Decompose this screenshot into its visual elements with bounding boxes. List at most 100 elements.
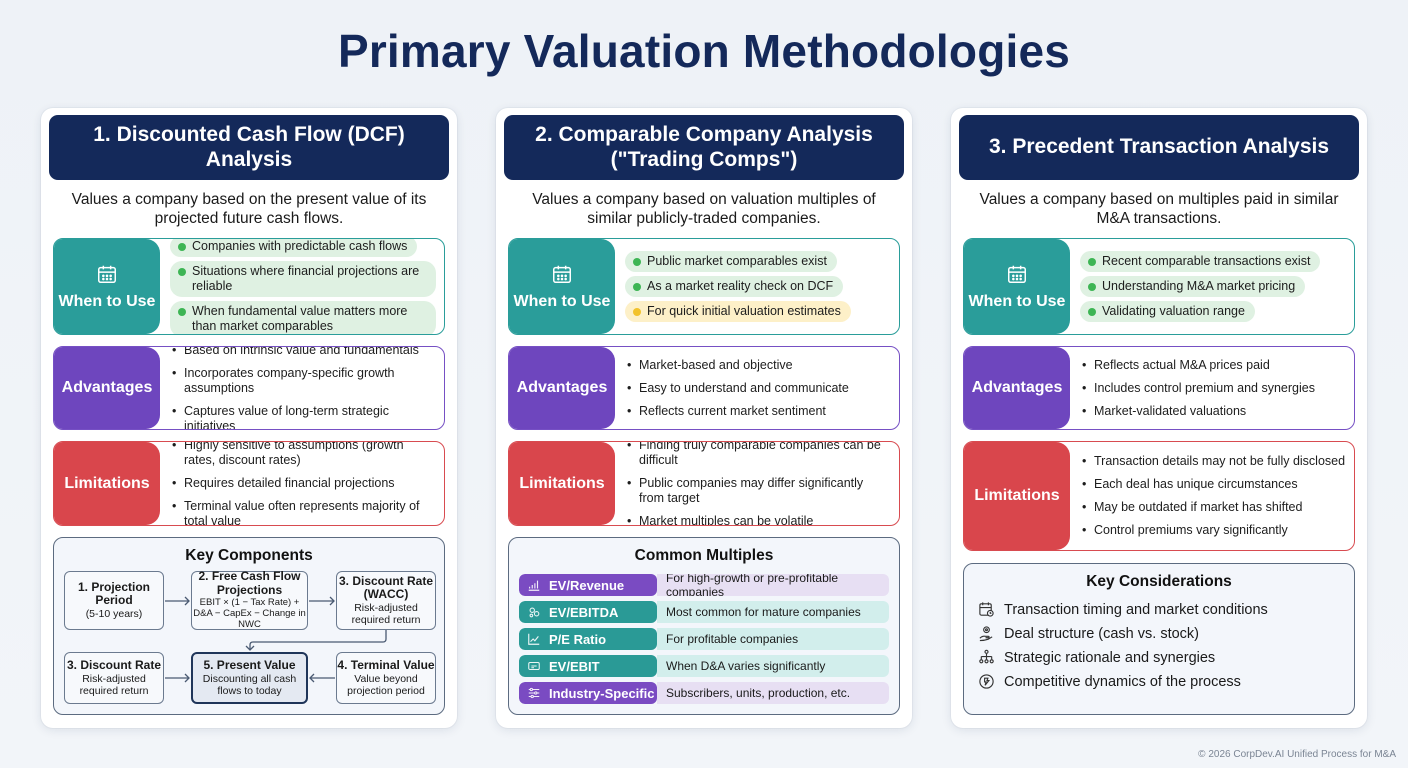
- component-box: 4. Terminal Value Value beyond projectio…: [336, 652, 436, 704]
- advantages-section: Advantages Reflects actual M&A prices pa…: [963, 346, 1355, 430]
- limitation-item: Each deal has unique circumstances: [1080, 477, 1346, 492]
- key-components-panel: Key Components 1. Projection Period (5-1…: [53, 537, 445, 715]
- status-dot-icon: [1088, 308, 1096, 316]
- limitations-tag: Limitations: [964, 442, 1070, 550]
- multiple-row: EV/EBIT When D&A varies significantly: [519, 655, 889, 677]
- consideration-item: Deal structure (cash vs. stock): [978, 625, 1354, 642]
- limitation-item: Market multiples can be volatile: [625, 514, 891, 525]
- footer-copyright: © 2026 CorpDev.AI Unified Process for M&…: [1198, 749, 1396, 760]
- advantages-section: Advantages Market-based and objective Ea…: [508, 346, 900, 430]
- consideration-item: Strategic rationale and synergies: [978, 649, 1354, 666]
- key-considerations-panel: Key Considerations Transaction timing an…: [963, 563, 1355, 715]
- sliders-icon: [528, 687, 540, 699]
- limitation-item: Transaction details may not be fully dis…: [1080, 454, 1346, 469]
- advantage-item: Market-validated valuations: [1080, 404, 1346, 419]
- when-to-use-label: When to Use: [513, 292, 611, 310]
- limitations-tag: Limitations: [54, 442, 160, 525]
- limitation-item: Control premiums vary significantly: [1080, 523, 1346, 538]
- when-to-use-tag: When to Use: [509, 239, 615, 334]
- advantages-tag: Advantages: [964, 347, 1070, 429]
- key-components-title: Key Components: [185, 547, 313, 564]
- limitation-item: Terminal value often represents majority…: [170, 499, 436, 525]
- card-header: 2. Comparable Company Analysis ("Trading…: [504, 115, 904, 180]
- limitation-item: Highly sensitive to assumptions (growth …: [170, 442, 436, 468]
- advantages-tag: Advantages: [509, 347, 615, 429]
- card-dcf: 1. Discounted Cash Flow (DCF) Analysis V…: [41, 108, 457, 728]
- when-to-use-tag: When to Use: [964, 239, 1070, 334]
- when-item: As a market reality check on DCF: [625, 276, 844, 297]
- gear-cluster-icon: [529, 607, 540, 618]
- calendar-icon: [98, 265, 116, 283]
- advantage-item: Incorporates company-specific growth ass…: [170, 366, 436, 396]
- card-description: Values a company based on valuation mult…: [532, 191, 876, 227]
- advantages-section: Advantages Based on intrinsic value and …: [53, 346, 445, 430]
- advantages-tag: Advantages: [54, 347, 160, 429]
- line-chart-icon: [528, 633, 540, 645]
- card-trading-comps: 2. Comparable Company Analysis ("Trading…: [496, 108, 912, 728]
- present-value-box: 5. Present Value Discounting all cash fl…: [191, 652, 308, 704]
- consideration-item: Transaction timing and market conditions: [978, 601, 1354, 618]
- advantage-item: Reflects current market sentiment: [625, 404, 891, 419]
- money-icon: [528, 661, 540, 671]
- limitations-section: Limitations Highly sensitive to assumpti…: [53, 441, 445, 526]
- when-to-use-section: When to Use Public market comparables ex…: [508, 238, 900, 335]
- when-to-use-tag: When to Use: [54, 239, 160, 334]
- card-description: Values a company based on the present va…: [71, 191, 427, 227]
- when-item: For quick initial valuation estimates: [625, 301, 851, 322]
- card-precedent-transactions: 3. Precedent Transaction Analysis Values…: [951, 108, 1367, 728]
- advantage-item: Easy to understand and communicate: [625, 381, 891, 396]
- limitations-section: Limitations Finding truly comparable com…: [508, 441, 900, 526]
- card-header: 1. Discounted Cash Flow (DCF) Analysis: [49, 115, 449, 180]
- common-multiples-panel: Common Multiples EV/Revenue For high-gro…: [508, 537, 900, 715]
- limitations-tag: Limitations: [509, 442, 615, 525]
- limitation-item: Requires detailed financial projections: [170, 476, 436, 491]
- status-dot-icon: [178, 243, 186, 251]
- calendar-icon: [1008, 265, 1026, 283]
- advantage-item: Market-based and objective: [625, 358, 891, 373]
- when-to-use-label: When to Use: [58, 292, 156, 310]
- bar-chart-icon: [528, 580, 540, 591]
- status-dot-icon: [633, 283, 641, 291]
- when-item: Public market comparables exist: [625, 251, 837, 272]
- card-header: 3. Precedent Transaction Analysis: [959, 115, 1359, 180]
- multiple-row: Industry-Specific Subscribers, units, pr…: [519, 682, 889, 704]
- limitation-item: May be outdated if market has shifted: [1080, 500, 1346, 515]
- calendar-clock-icon: [979, 602, 994, 617]
- flow-arrows-icon: [165, 596, 387, 683]
- status-dot-icon: [1088, 258, 1096, 266]
- when-item: Validating valuation range: [1080, 301, 1255, 322]
- when-to-use-section: When to Use Companies with predictable c…: [53, 238, 445, 335]
- competition-icon: [979, 674, 994, 689]
- component-box: 3. Discount Rate (WACC) Risk-adjusted re…: [336, 571, 436, 630]
- status-dot-icon: [178, 308, 186, 316]
- advantage-item: Reflects actual M&A prices paid: [1080, 358, 1346, 373]
- common-multiples-title: Common Multiples: [634, 547, 774, 564]
- advantage-item: Captures value of long-term strategic in…: [170, 404, 436, 430]
- status-dot-icon: [178, 268, 186, 276]
- multiple-row: P/E Ratio For profitable companies: [519, 628, 889, 650]
- component-box: 1. Projection Period (5-10 years): [64, 571, 164, 630]
- status-dot-icon: [1088, 283, 1096, 291]
- advantage-item: Includes control premium and synergies: [1080, 381, 1346, 396]
- limitation-item: Public companies may differ significantl…: [625, 476, 891, 506]
- advantage-item: Based on intrinsic value and fundamental…: [170, 347, 436, 358]
- multiple-row: EV/Revenue For high-growth or pre-profit…: [519, 574, 889, 596]
- status-dot-icon: [633, 258, 641, 266]
- status-dot-icon: [633, 308, 641, 316]
- org-chart-icon: [979, 649, 994, 664]
- when-item: Companies with predictable cash flows: [170, 239, 418, 257]
- when-to-use-label: When to Use: [968, 292, 1066, 310]
- component-box: 2. Free Cash Flow Projections EBIT × (1 …: [191, 570, 308, 630]
- page-title: Primary Valuation Methodologies: [337, 25, 1071, 77]
- when-to-use-section: When to Use Recent comparable transactio…: [963, 238, 1355, 335]
- when-item: Recent comparable transactions exist: [1080, 251, 1321, 272]
- limitations-section: Limitations Transaction details may not …: [963, 441, 1355, 551]
- when-item: Situations where financial projections a…: [170, 261, 436, 297]
- when-item: Understanding M&A market pricing: [1080, 276, 1306, 297]
- key-considerations-title: Key Considerations: [1086, 573, 1232, 590]
- card-description: Values a company based on multiples paid…: [979, 191, 1339, 227]
- calendar-icon: [553, 265, 571, 283]
- multiple-row: EV/EBITDA Most common for mature compani…: [519, 601, 889, 623]
- limitation-item: Finding truly comparable companies can b…: [625, 442, 891, 468]
- component-box: 3. Discount Rate Risk-adjusted required …: [64, 652, 164, 704]
